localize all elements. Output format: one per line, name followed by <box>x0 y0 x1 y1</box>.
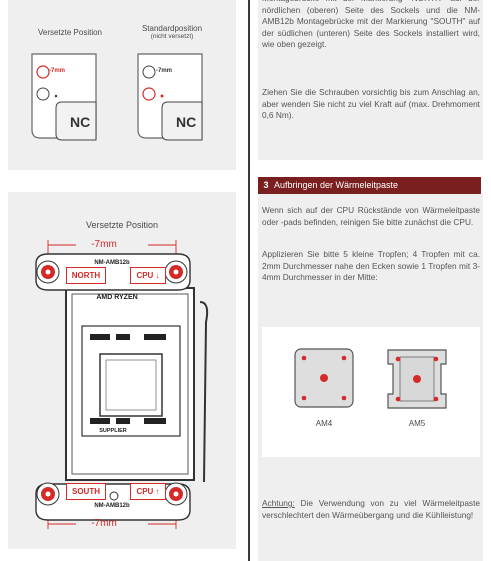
standard-socket-icon <box>137 53 203 141</box>
cleaning-text: Wenn sich auf der CPU Rückstände von Wär… <box>262 205 480 227</box>
screw-instruction: Ziehen Sie die Schrauben vorsichtig bis … <box>262 87 480 121</box>
am4-cpu-icon <box>294 348 354 408</box>
north-tag: NORTH <box>66 267 106 284</box>
intro-text: Montagebrücke mit der Markierung "NORTH"… <box>262 0 480 50</box>
warning-body: Die Verwendung von zu viel Wärmeleitpast… <box>262 498 480 520</box>
offset-tag-left: -7mm <box>49 68 66 74</box>
section-number: 3 <box>263 180 269 190</box>
warning-text: Achtung: Die Verwendung von zu viel Wärm… <box>262 498 480 521</box>
chip-label: AMD RYZEN <box>96 294 138 301</box>
am5-cpu-icon <box>387 349 447 409</box>
cpu-arrow-bottom: CPU ↑ <box>130 483 166 500</box>
am5-label: AM5 <box>408 419 426 428</box>
column-divider <box>248 0 250 561</box>
dimension-bottom: -7mm <box>91 518 117 529</box>
dimension-top: -7mm <box>91 239 117 250</box>
south-tag: SOUTH <box>66 483 106 500</box>
socket-text-right: NC <box>176 114 197 130</box>
standard-position-label: Standardposition <box>141 24 203 33</box>
section-title: Aufbringen der Wärmeleitpaste <box>274 180 399 190</box>
offset-position-label: Versetzte Position <box>37 28 103 37</box>
supplier-label: SUPPLIER <box>99 428 127 434</box>
cpu-arrow-top: CPU ↓ <box>130 267 166 284</box>
bracket-bottom-label: NM-AMB12b <box>94 503 130 509</box>
diagram-title: Versetzte Position <box>85 220 159 230</box>
offset-tag-right: -7mm <box>156 68 173 74</box>
section-header: 3 Aufbringen der Wärmeleitpaste <box>258 177 481 194</box>
am4-label: AM4 <box>315 419 333 428</box>
application-text: Applizieren Sie bitte 5 kleine Tropfen; … <box>262 249 480 283</box>
standard-position-sublabel: (nicht versetzt) <box>150 33 194 40</box>
socket-text-left: NC <box>70 114 91 130</box>
mounting-diagram <box>35 240 209 529</box>
intro-panel <box>258 0 483 160</box>
offset-socket-icon <box>31 53 97 141</box>
bracket-top-label: NM-AMB12b <box>94 260 130 266</box>
warning-label: Achtung: <box>262 498 295 508</box>
